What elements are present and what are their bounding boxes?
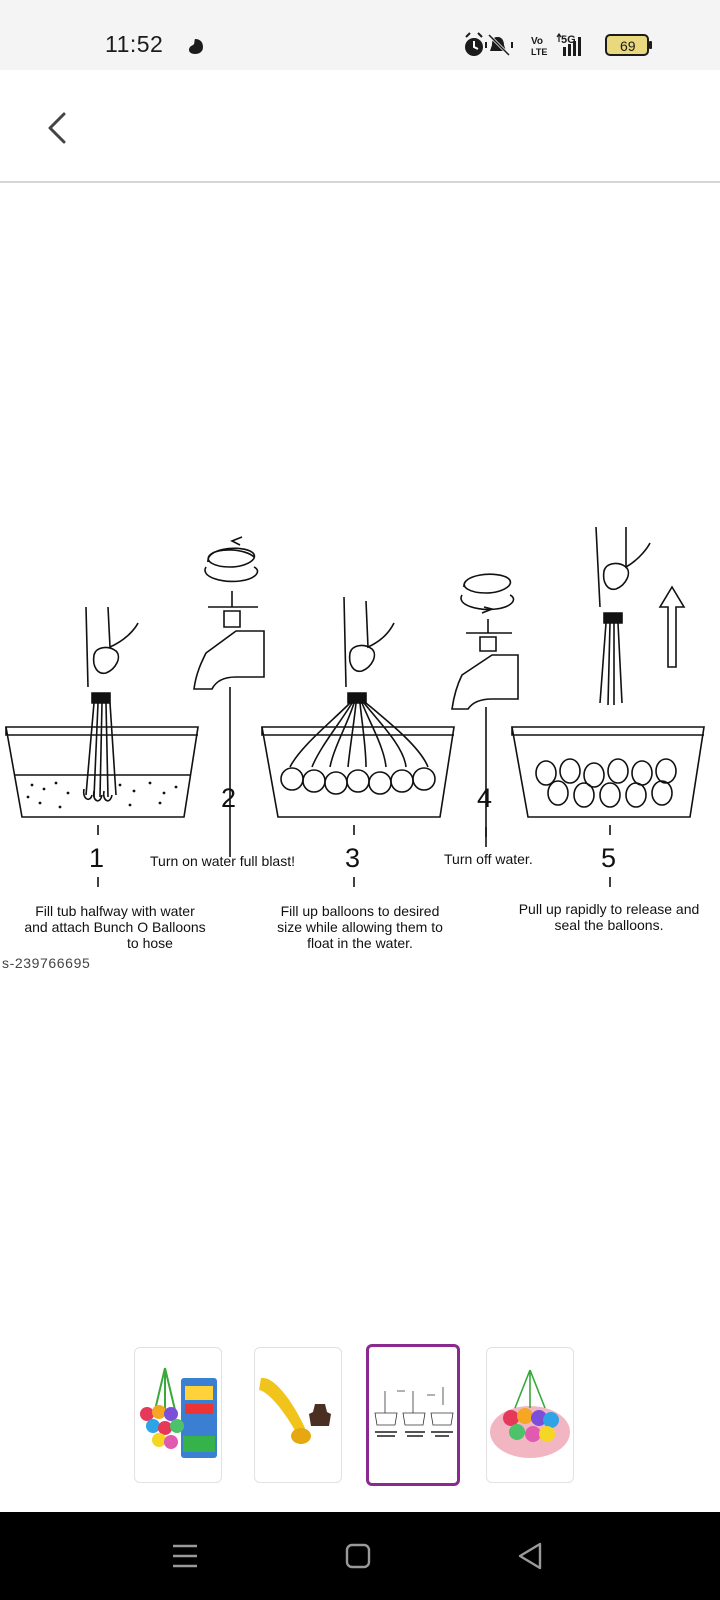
step-number-2: 2 <box>221 783 237 813</box>
svg-text:5G: 5G <box>561 34 576 46</box>
signal-icon: 5G <box>556 32 581 56</box>
caption-step-3: Fill up balloons to desired size while a… <box>277 903 443 951</box>
alarm-icon <box>465 32 483 56</box>
status-bar: 11:52 Vo LTE 5G <box>0 0 720 70</box>
step-number-4: 4 <box>477 783 493 813</box>
back-icon[interactable] <box>512 1538 548 1574</box>
svg-text:LTE: LTE <box>531 47 547 57</box>
tub-5 <box>511 527 705 818</box>
status-time: 11:52 <box>105 31 164 57</box>
caption-step-4: Turn off water. <box>444 851 533 867</box>
instructions-drawing <box>5 527 705 887</box>
thumbnail-hose-adapter[interactable] <box>254 1347 342 1483</box>
thumbnail-balloons-bowl[interactable] <box>486 1347 574 1483</box>
battery-icon <box>605 34 652 56</box>
step-number-1: 1 <box>89 843 105 873</box>
system-nav-bar <box>0 1512 720 1600</box>
mute-icon <box>485 33 513 57</box>
instructions-thumbnail-image <box>374 1387 454 1437</box>
status-icons: Vo LTE 5G <box>465 32 652 57</box>
tub-1 <box>5 606 199 818</box>
notification-dot-icon <box>189 39 203 54</box>
thumbnail-instructions[interactable] <box>366 1344 460 1486</box>
thumbnail-strip <box>0 1330 720 1486</box>
svg-text:Vo: Vo <box>531 36 543 47</box>
caption-step-5: Pull up rapidly to release and seal the … <box>518 901 700 933</box>
volte-icon: Vo LTE <box>531 36 547 57</box>
step-number-3: 3 <box>345 843 361 873</box>
battery-level: 69 <box>620 38 636 54</box>
instructions-image: 1 2 3 4 5 Fill tub halfway with water an… <box>0 527 720 977</box>
app-header <box>0 70 720 183</box>
image-watermark: s-239766695 <box>2 955 91 971</box>
balloons-bowl-image <box>490 1369 570 1458</box>
caption-step-2: Turn on water full blast! <box>150 853 295 869</box>
balloon-package-image <box>140 1367 217 1458</box>
faucet-4 <box>451 573 519 847</box>
menu-icon[interactable] <box>167 1538 203 1574</box>
step-number-5: 5 <box>601 843 617 873</box>
hose-adapter-image <box>259 1377 331 1444</box>
tub-3 <box>261 596 455 818</box>
home-icon[interactable] <box>340 1538 376 1574</box>
faucet-2 <box>193 536 265 847</box>
thumbnail-balloon-package[interactable] <box>134 1347 222 1483</box>
caption-step-1: Fill tub halfway with water and attach B… <box>24 903 206 951</box>
chevron-left-icon[interactable] <box>40 108 76 148</box>
